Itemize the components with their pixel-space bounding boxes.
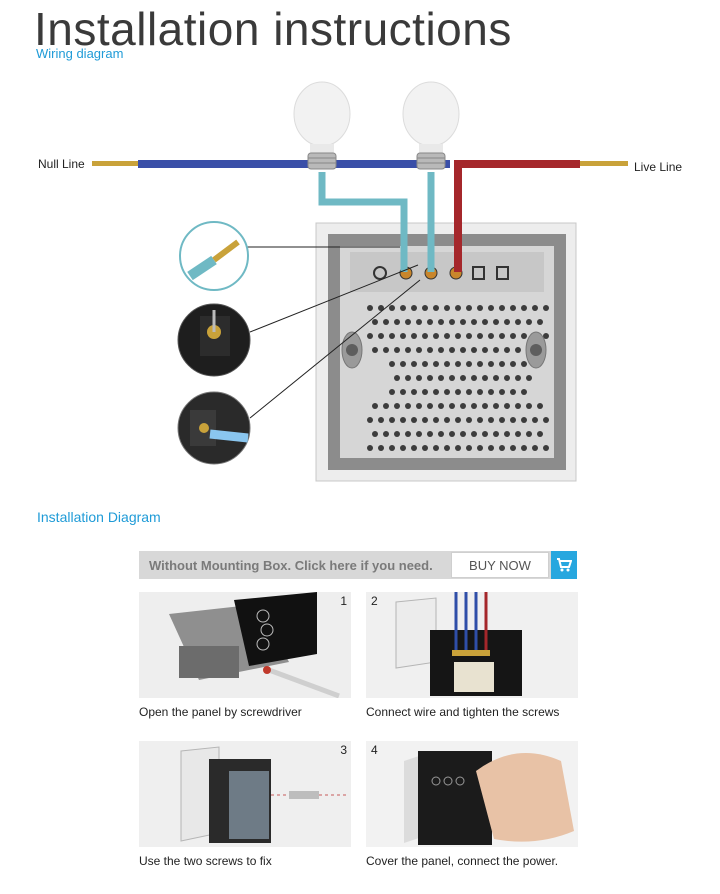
step-4-caption: Cover the panel, connect the power.	[366, 854, 559, 868]
banner-text[interactable]: Without Mounting Box. Click here if you …	[149, 557, 433, 573]
detail-terminal-screw	[177, 303, 251, 377]
step-4: 4 Cover the panel, connect the power.	[366, 741, 578, 868]
page-title: Installation instructions	[34, 3, 512, 55]
step-3-photo: 3	[139, 741, 351, 847]
step-4-number: 4	[371, 743, 378, 757]
detail-wire-stripped	[179, 221, 249, 291]
null-line-label: Null Line	[38, 157, 85, 171]
step-3: 3 Use the two screws to fix	[139, 741, 351, 868]
wiring-diagram: Null Line Live Line	[38, 81, 682, 482]
step-1: 1 Open the panel by screwdriver	[139, 592, 351, 719]
bulb-right	[402, 81, 460, 170]
wiring-diagram-label: Wiring diagram	[36, 46, 124, 61]
mounting-box-banner[interactable]: Without Mounting Box. Click here if you …	[139, 551, 577, 579]
step-2-caption: Connect wire and tighten the screws	[366, 705, 560, 719]
step-2-number: 2	[371, 594, 378, 608]
step-2-photo: 2	[366, 592, 578, 698]
step-1-photo: 1	[139, 592, 351, 698]
live-line-label: Live Line	[634, 160, 682, 174]
step-3-number: 3	[340, 743, 347, 757]
step-1-number: 1	[340, 594, 347, 608]
cart-icon[interactable]	[551, 551, 577, 579]
step-2: 2 Connect wire and tighten the screws	[366, 592, 578, 719]
installation-diagram-label: Installation Diagram	[37, 509, 161, 525]
bulb-left	[293, 81, 351, 170]
step-3-caption: Use the two screws to fix	[139, 854, 272, 868]
step-1-caption: Open the panel by screwdriver	[139, 705, 302, 719]
buy-now-button[interactable]: BUY NOW	[451, 552, 549, 578]
switch-back-plate	[315, 222, 577, 482]
detail-wire-inserted	[177, 391, 251, 465]
step-4-photo: 4	[366, 741, 578, 847]
